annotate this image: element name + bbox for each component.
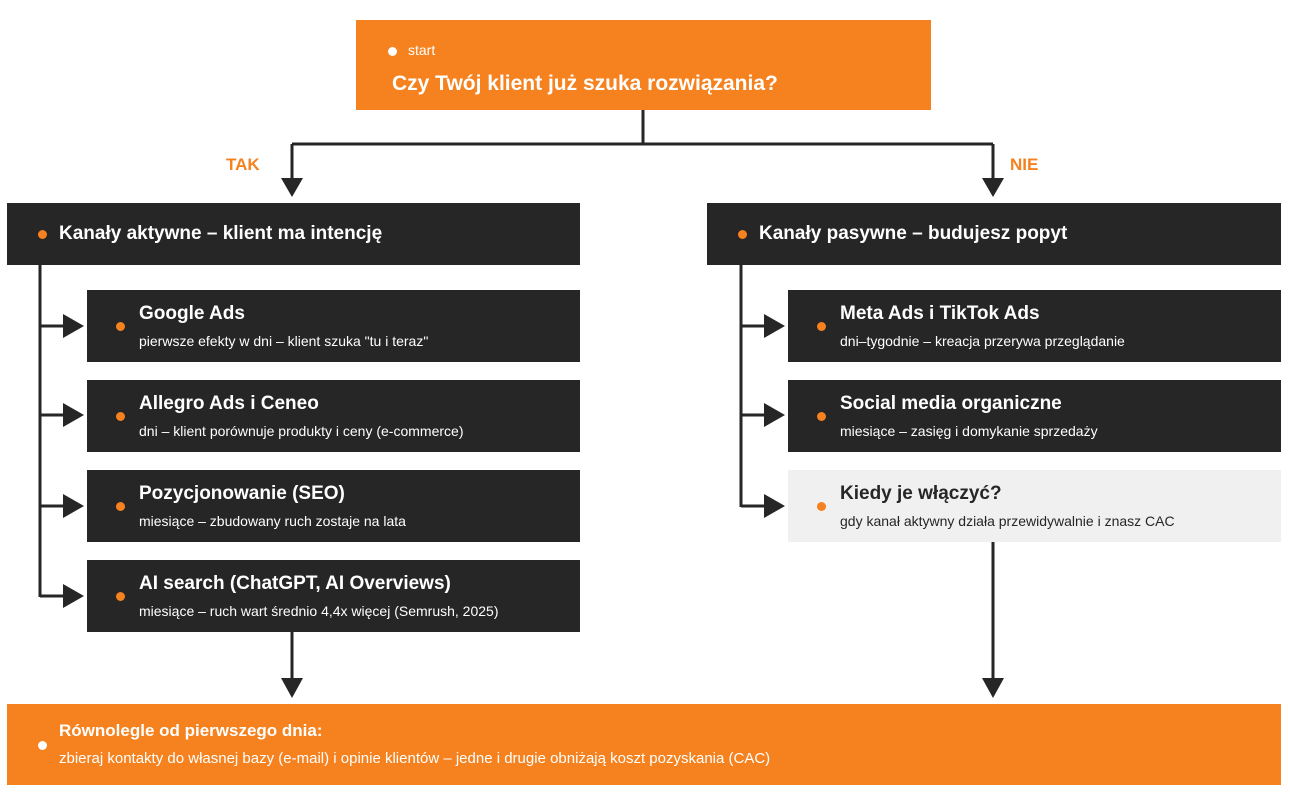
active-header-dot-icon bbox=[38, 230, 47, 239]
bottom-desc: zbieraj kontakty do własnej bazy (e-mail… bbox=[59, 750, 771, 767]
bottom-title: Równolegle od pierwszego dnia: bbox=[59, 721, 323, 740]
item-dot-icon bbox=[817, 502, 826, 511]
start-box: start Czy Twój klient już szuka rozwiąza… bbox=[356, 20, 931, 110]
passive-item-social-organic: Social media organiczne miesiące – zasię… bbox=[788, 380, 1281, 452]
yes-label: TAK bbox=[226, 155, 260, 174]
passive-item-meta-tiktok: Meta Ads i TikTok Ads dni–tygodnie – kre… bbox=[788, 290, 1281, 362]
item-desc: miesiące – ruch wart średnio 4,4x więcej… bbox=[139, 603, 499, 619]
passive-header-title: Kanały pasywne – budujesz popyt bbox=[759, 223, 1068, 244]
item-title: Allegro Ads i Ceneo bbox=[139, 393, 319, 414]
passive-item-when-to-enable: Kiedy je włączyć? gdy kanał aktywny dzia… bbox=[788, 470, 1281, 542]
active-channels-header: Kanały aktywne – klient ma intencję bbox=[7, 203, 580, 265]
item-title: AI search (ChatGPT, AI Overviews) bbox=[139, 573, 451, 594]
item-title: Pozycjonowanie (SEO) bbox=[139, 483, 345, 504]
item-desc: miesiące – zbudowany ruch zostaje na lat… bbox=[139, 513, 406, 529]
active-item-google-ads: Google Ads pierwsze efekty w dni – klien… bbox=[87, 290, 580, 362]
item-title: Meta Ads i TikTok Ads bbox=[840, 303, 1040, 324]
item-dot-icon bbox=[817, 322, 826, 331]
start-tag: start bbox=[408, 42, 436, 58]
item-dot-icon bbox=[116, 322, 125, 331]
item-desc: dni – klient porównuje produkty i ceny (… bbox=[139, 423, 464, 439]
item-title: Kiedy je włączyć? bbox=[840, 483, 1002, 504]
item-desc: dni–tygodnie – kreacja przerywa przegląd… bbox=[840, 333, 1125, 349]
item-dot-icon bbox=[116, 502, 125, 511]
parallel-actions-box: Równolegle od pierwszego dnia: zbieraj k… bbox=[7, 704, 1281, 785]
item-dot-icon bbox=[116, 592, 125, 601]
item-title: Social media organiczne bbox=[840, 393, 1062, 414]
bottom-dot-icon bbox=[38, 741, 47, 750]
no-label: NIE bbox=[1010, 155, 1039, 174]
passive-header-dot-icon bbox=[738, 230, 747, 239]
item-dot-icon bbox=[817, 412, 826, 421]
active-item-ai-search: AI search (ChatGPT, AI Overviews) miesią… bbox=[87, 560, 580, 632]
item-dot-icon bbox=[116, 412, 125, 421]
start-question: Czy Twój klient już szuka rozwiązania? bbox=[392, 72, 778, 95]
item-desc: pierwsze efekty w dni – klient szuka "tu… bbox=[139, 333, 429, 349]
active-item-seo: Pozycjonowanie (SEO) miesiące – zbudowan… bbox=[87, 470, 580, 542]
active-item-allegro: Allegro Ads i Ceneo dni – klient porównu… bbox=[87, 380, 580, 452]
item-desc: miesiące – zasięg i domykanie sprzedaży bbox=[840, 423, 1098, 439]
passive-channels-header: Kanały pasywne – budujesz popyt bbox=[707, 203, 1281, 265]
start-dot-icon bbox=[388, 47, 397, 56]
item-title: Google Ads bbox=[139, 303, 245, 324]
active-header-title: Kanały aktywne – klient ma intencję bbox=[59, 223, 383, 244]
item-desc: gdy kanał aktywny działa przewidywalnie … bbox=[840, 513, 1175, 529]
